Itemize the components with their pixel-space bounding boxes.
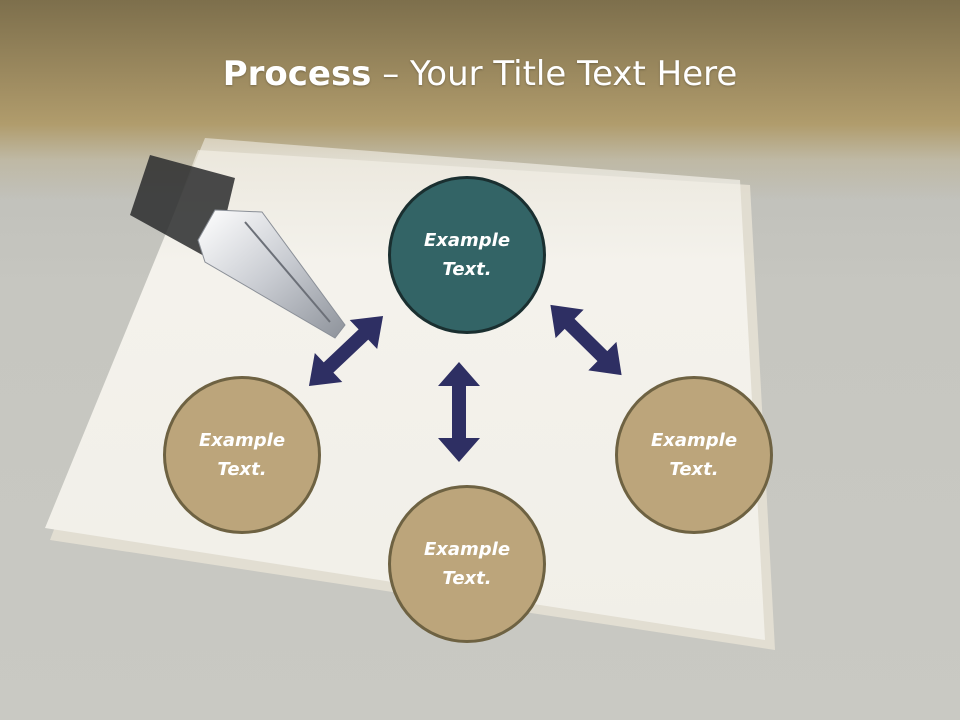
arrow-center-right bbox=[550, 304, 622, 376]
node-top[interactable]: Example Text. bbox=[388, 176, 546, 334]
arrow-center-left bbox=[308, 315, 384, 387]
title-rest: – Your Title Text Here bbox=[371, 54, 738, 94]
node-top-label: Example Text. bbox=[423, 230, 511, 280]
node-right-label: Example Text. bbox=[650, 430, 738, 480]
node-left-label: Example Text. bbox=[198, 430, 286, 480]
pen-highlight bbox=[244, 221, 331, 323]
node-left[interactable]: Example Text. bbox=[163, 376, 321, 534]
node-bottom-label: Example Text. bbox=[423, 539, 511, 589]
node-right[interactable]: Example Text. bbox=[615, 376, 773, 534]
node-bottom[interactable]: Example Text. bbox=[388, 485, 546, 643]
slide-title: Process – Your Title Text Here bbox=[0, 52, 960, 96]
pen-tip bbox=[197, 209, 346, 339]
arrow-center-bottom bbox=[438, 362, 480, 462]
title-bold: Process bbox=[222, 54, 372, 94]
